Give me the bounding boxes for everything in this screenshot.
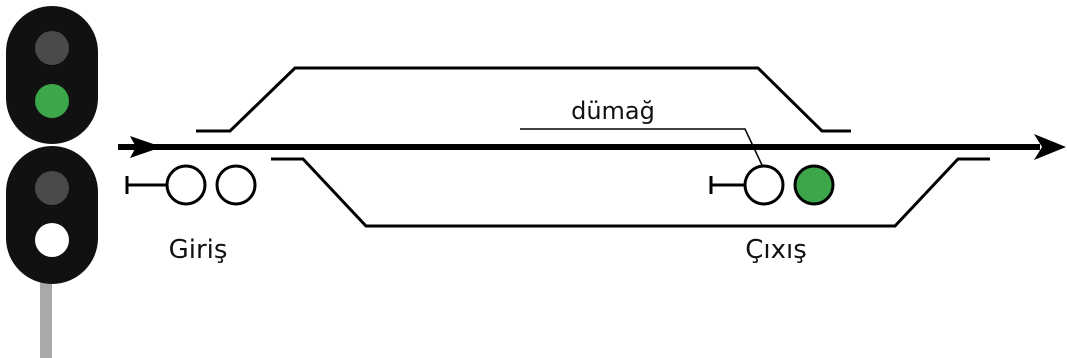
exit-label: Çıxış (745, 235, 807, 265)
callout-leader-line (520, 128, 763, 166)
signal-mast (6, 6, 98, 358)
entry-signal-lamp-2 (215, 164, 257, 206)
signal-lower-head (6, 146, 98, 284)
arrow-tail-icon (130, 136, 162, 158)
tracks (118, 66, 1040, 228)
entry-label: Giriş (169, 235, 228, 265)
upper-head-bottom-lamp (35, 84, 69, 118)
signal-upper-head (6, 6, 98, 144)
arrow-right-icon (1034, 134, 1066, 160)
entry-signal (125, 164, 257, 206)
lower-head-top-lamp (35, 171, 69, 205)
exit-signal-lamp-2 (793, 164, 835, 206)
lower-siding-track (271, 157, 990, 228)
exit-signal (709, 164, 835, 206)
lower-head-bottom-lamp (35, 223, 69, 257)
upper-siding-track (196, 66, 851, 133)
entry-signal-lamp-1 (165, 164, 207, 206)
button-label: dümağ (571, 97, 655, 125)
signal-pole (40, 280, 52, 358)
exit-signal-lamp-1 (743, 164, 785, 206)
upper-head-top-lamp (35, 31, 69, 65)
